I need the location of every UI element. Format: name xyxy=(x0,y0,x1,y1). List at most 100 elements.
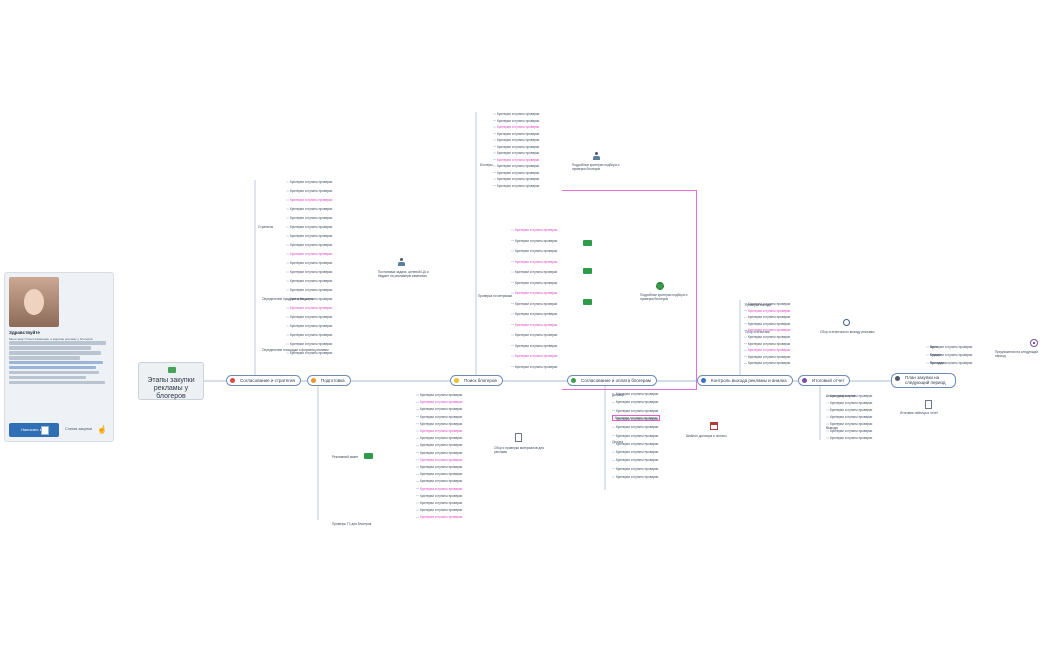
stage-dot xyxy=(311,378,316,383)
stage-label: Согласование и стратегия xyxy=(240,378,295,383)
money-icon xyxy=(583,299,592,305)
stage-dot xyxy=(454,378,459,383)
leaf-item: Критерии и пункты проверки xyxy=(830,429,873,433)
branch-label: Бюджет xyxy=(930,353,942,357)
stage-label: План закупки на следующий период xyxy=(905,375,946,385)
leaf-item: Критерии и пункты проверки xyxy=(748,328,791,333)
leaf-item: Критерии и пункты проверки xyxy=(290,279,333,283)
stage-report[interactable]: Итоговый отчет xyxy=(798,375,851,386)
leaf-item: Критерии и пункты проверки xyxy=(420,501,463,505)
stage-dot xyxy=(895,376,900,381)
note-text: Шаблон договора и оплаты xyxy=(686,434,727,438)
document-icon xyxy=(41,426,49,435)
leaf-item: Критерии и пункты проверки xyxy=(515,270,558,274)
leaf-item: Критерии и пункты проверки xyxy=(515,291,558,295)
leaf-item: Критерии и пункты проверки xyxy=(830,394,873,398)
contact-button[interactable]: Написать мне xyxy=(9,423,59,437)
stage-label: Подготовка xyxy=(321,378,345,383)
leaf-item: Критерии и пункты проверки xyxy=(290,180,333,184)
stage-dot xyxy=(802,378,807,383)
money-icon xyxy=(364,453,373,459)
leaf-item: Критерии и пункты проверки xyxy=(420,393,463,397)
leaf-item: Критерии и пункты проверки xyxy=(748,308,791,313)
leaf-item: Критерии и пункты проверки xyxy=(290,189,333,193)
leaf-item: Критерии и пункты проверки xyxy=(290,207,333,211)
stage-strategy[interactable]: Согласование и стратегия xyxy=(226,375,301,386)
leaf-item: Критерии и пункты проверки xyxy=(515,228,558,232)
branch-label: Оплата xyxy=(612,440,623,444)
gear-icon xyxy=(656,282,664,290)
leaf-item: Критерии и пункты проверки xyxy=(290,342,333,346)
leaf-item: Критерии и пункты проверки xyxy=(290,216,333,220)
stage-label: Контроль выхода рекламы и анализ xyxy=(711,378,787,383)
stage-plan[interactable]: План закупки на следующий период xyxy=(891,373,956,388)
profile-name: Здравствуйте xyxy=(9,330,40,335)
leaf-item: Критерии и пункты проверки xyxy=(748,354,791,359)
leaf-item: Критерии и пункты проверки xyxy=(515,280,558,285)
branch-label: Определение площадки и формата рекламы xyxy=(262,348,329,352)
leaf-item: Критерии и пункты проверки xyxy=(290,324,333,328)
branch-label: Выводы xyxy=(826,426,838,430)
leaf-item: Критерии и пункты проверки xyxy=(830,408,873,412)
scheme-link[interactable]: Схема закупки xyxy=(65,426,93,431)
leaf-item: Критерии и пункты проверки xyxy=(420,515,463,520)
leaf-item: Критерии и пункты проверки xyxy=(515,238,558,243)
leaf-item: Критерии и пункты проверки xyxy=(420,465,463,469)
branch-label: Рекламный макет xyxy=(332,455,359,459)
money-icon xyxy=(583,268,592,274)
leaf-item: Критерии и пункты проверки xyxy=(515,364,558,369)
note-text: Подробные критерии подбора и проверки бл… xyxy=(572,163,620,171)
leaf-item: Критерии и пункты проверки xyxy=(616,458,659,463)
leaf-item: Критерии и пункты проверки xyxy=(930,345,973,349)
leaf-item: Критерии и пункты проверки xyxy=(420,486,463,491)
leaf-item: Критерии и пункты проверки xyxy=(420,443,463,448)
stage-agree[interactable]: Согласование и оплата блогерам xyxy=(567,375,658,386)
leaf-item: Критерии и пункты проверки xyxy=(616,408,659,413)
root-node[interactable]: Этапы закупки рекламы у блогеров xyxy=(138,362,204,400)
leaf-item: Критерии и пункты проверки xyxy=(497,151,540,155)
leaf-item: Критерии и пункты проверки xyxy=(830,401,873,405)
leaf-item: Критерии и пункты проверки xyxy=(497,118,540,123)
author-avatar xyxy=(9,277,59,327)
leaf-item: Критерии и пункты проверки xyxy=(420,436,463,441)
leaf-item: Критерии и пункты проверки xyxy=(830,415,873,419)
profile-intro: Меня зовут Олеся Новикова, я закупаю рек… xyxy=(9,337,93,342)
pointer-icon: ☝ xyxy=(97,425,107,434)
author-profile-card: Здравствуйте Меня зовут Олеся Новикова, … xyxy=(4,272,114,442)
stage-prep[interactable]: Подготовка xyxy=(307,375,351,386)
leaf-item: Критерии и пункты проверки xyxy=(515,312,558,316)
stage-search[interactable]: Поиск блогеров xyxy=(450,375,503,386)
stage-control[interactable]: Контроль выхода рекламы и анализ xyxy=(697,375,793,386)
calendar-icon xyxy=(710,422,718,430)
branch-label: Примеры ТЗ для блогеров xyxy=(332,522,372,526)
profile-text: Здравствуйте Меня зовут Олеся Новикова, … xyxy=(9,330,111,385)
leaf-item: Критерии и пункты проверки xyxy=(830,436,873,440)
report-icon xyxy=(925,400,932,409)
leaf-item: Критерии и пункты проверки xyxy=(930,361,973,365)
leaf-item: Критерии и пункты проверки xyxy=(930,353,973,357)
stage-dot xyxy=(701,378,706,383)
team-icon xyxy=(592,152,601,160)
note-text: Предложения на следующий период xyxy=(995,350,1038,358)
leaf-item: Критерии и пункты проверки xyxy=(290,252,333,256)
leaf-item: Критерии и пункты проверки xyxy=(515,354,558,358)
leaf-item: Критерии и пункты проверки xyxy=(497,177,540,181)
leaf-item: Критерии и пункты проверки xyxy=(616,433,659,438)
branch-label: Сбор статистики xyxy=(745,330,770,334)
leaf-item: Критерии и пункты проверки xyxy=(497,125,540,129)
leaf-item: Критерии и пункты проверки xyxy=(497,112,540,116)
leaf-item: Критерии и пункты проверки xyxy=(290,261,333,265)
leaf-item: Критерии и пункты проверки xyxy=(497,183,540,188)
leaf-item: Критерии и пункты проверки xyxy=(616,400,659,405)
stage-dot xyxy=(571,378,576,383)
leaf-item: Критерии и пункты проверки xyxy=(616,441,659,446)
leaf-item: Критерии и пункты проверки xyxy=(515,322,558,327)
leaf-item: Критерии и пункты проверки xyxy=(290,198,333,202)
leaf-item: Критерии и пункты проверки xyxy=(830,422,873,426)
leaf-item: Критерии и пункты проверки xyxy=(497,157,540,162)
leaf-item: Критерии и пункты проверки xyxy=(515,343,558,348)
stage-dot xyxy=(230,378,235,383)
stage-label: Поиск блогеров xyxy=(464,378,497,383)
branch-label: Анализ результатов xyxy=(826,394,856,398)
